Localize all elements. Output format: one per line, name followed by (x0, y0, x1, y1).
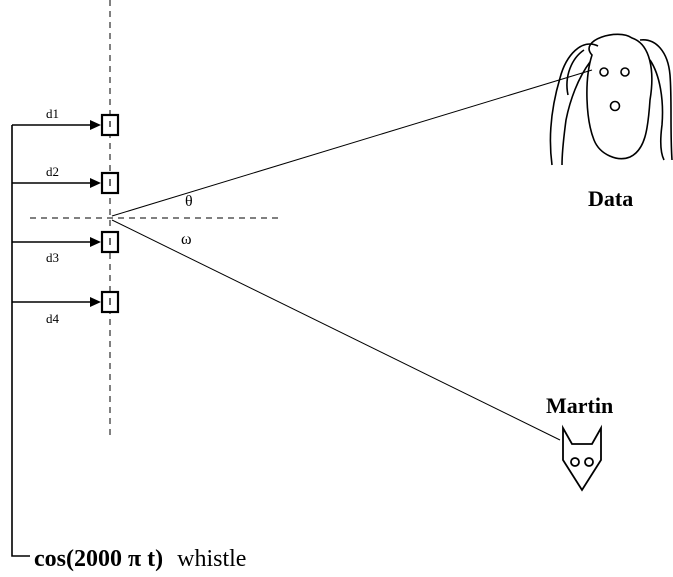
delay-label-d3: d3 (46, 250, 59, 265)
angle-theta-label: θ (185, 193, 193, 210)
source-formula: cos(2000 π t) (34, 546, 163, 572)
cat-face-icon (562, 424, 602, 492)
source-label: cos(2000 π t) whistle (34, 546, 246, 572)
target-data-label: Data (588, 186, 633, 211)
branch-wire-2 (12, 178, 101, 188)
branch-wire-3 (12, 237, 101, 247)
microphone-icon (100, 230, 120, 254)
dog-face-icon (549, 33, 673, 166)
branch-wire-4 (12, 297, 101, 307)
delay-label-d1: d1 (46, 106, 59, 121)
microphone-icon (100, 290, 120, 314)
branch-wire-1 (12, 120, 101, 130)
delay-label-d2: d2 (46, 164, 59, 179)
angle-omega-label: ω (181, 231, 192, 248)
microphone-icon (100, 113, 120, 137)
feed-wire-main (11, 125, 30, 557)
microphone-icon (100, 171, 120, 195)
ray-to-data (111, 69, 593, 217)
target-martin-label: Martin (546, 393, 613, 418)
delay-label-d4: d4 (46, 311, 60, 326)
ray-to-martin (111, 219, 561, 441)
source-word: whistle (177, 546, 246, 572)
